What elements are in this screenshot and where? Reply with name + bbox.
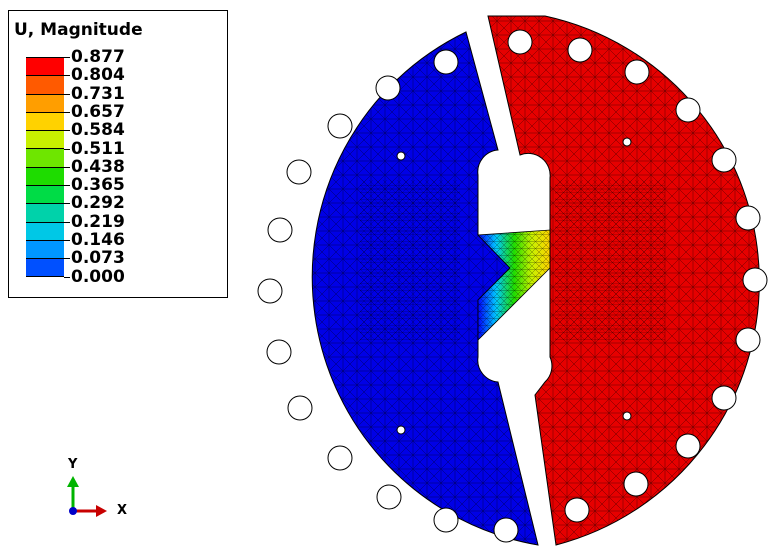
legend-tick-label: 0.877 [71,47,125,67]
legend-tick-label: 0.511 [71,138,125,159]
legend-swatch [26,258,64,277]
legend-tick-mark [64,111,70,113]
legend-tick-label: 0.804 [71,65,125,86]
legend-tick-mark [64,276,70,278]
legend-tick-mark [64,93,70,95]
legend-tick-label: 0.146 [71,230,125,250]
legend-tick-label: 0.000 [71,266,125,287]
legend-swatch [26,111,64,131]
legend-swatch [26,57,64,76]
legend-tick-label: 0.584 [71,120,125,141]
legend-tick-mark [64,221,70,223]
legend-swatch [26,130,64,149]
left-bolt-holes [257,49,519,543]
legend-tick-mark [64,185,70,187]
right-bolt-holes [507,29,768,523]
legend-color-bar [26,57,64,277]
legend-tick-mark [64,57,70,58]
legend-tick-label: 0.365 [71,175,125,196]
legend-tick-mark [64,130,70,132]
left-specimen-half [311,31,539,546]
legend-tick-mark [64,166,70,168]
z-axis-dot [69,507,77,515]
legend-tick-label: 0.731 [71,83,125,104]
legend-swatch [26,239,64,259]
legend-tick-mark [64,203,70,205]
legend-swatch [26,221,64,240]
legend-tick-label: 0.438 [71,156,125,177]
legend-swatch [26,93,64,112]
legend-swatch [26,185,64,204]
legend-title: U, Magnitude [14,20,143,40]
legend-tick-mark [64,148,70,150]
y-axis-label: Y [68,457,78,472]
right-specimen-half [487,15,760,546]
legend-tick-label: 0.073 [71,248,125,269]
legend-tick-label: 0.657 [71,101,125,122]
legend-tick-label: 0.219 [71,211,125,232]
legend-tick-mark [64,258,70,260]
x-axis-label: X [117,503,128,518]
legend-tick-label: 0.292 [71,193,125,214]
legend-swatch [26,148,64,167]
legend-tick-mark [64,240,70,241]
legend-swatch [26,203,64,222]
legend-swatch [26,75,64,94]
legend-tick-mark [64,75,70,77]
legend-swatch [26,166,64,186]
axis-triad [67,476,107,517]
